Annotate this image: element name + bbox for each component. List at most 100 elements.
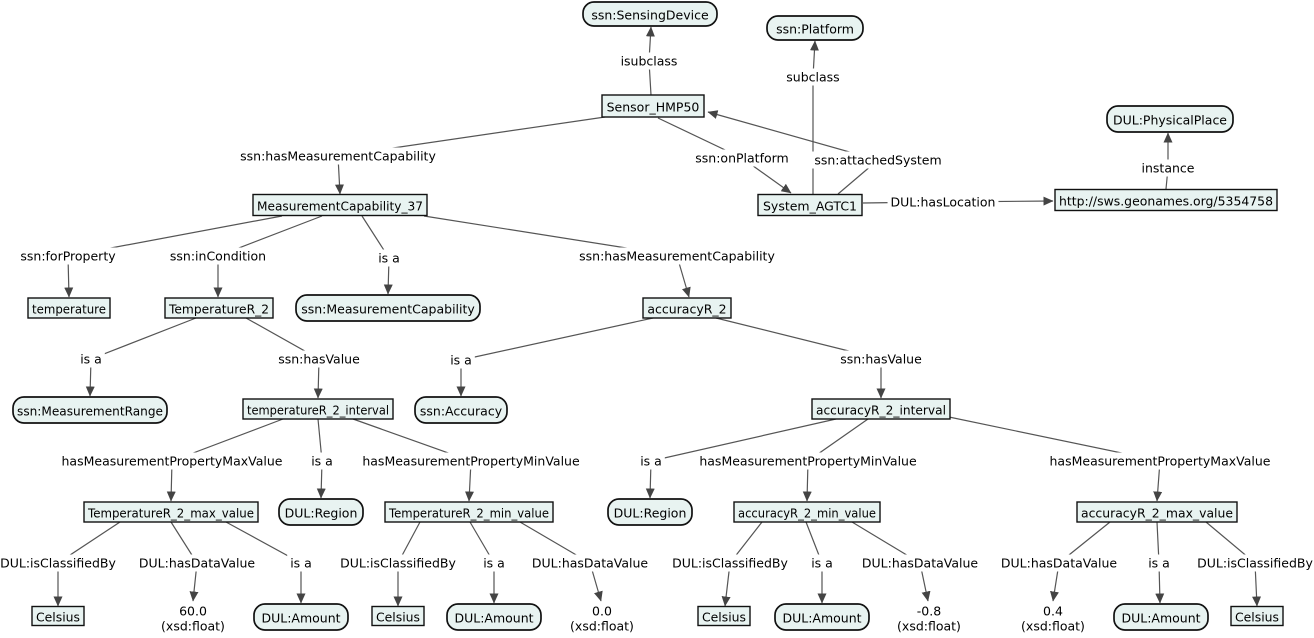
node-label: temperature bbox=[32, 302, 106, 317]
node-label: Celsius bbox=[376, 610, 420, 625]
node-temperature-r2-min-value: TemperatureR_2_min_value bbox=[384, 501, 554, 523]
edge-label-28: is a bbox=[811, 556, 833, 571]
node-label: accuracyR_2_min_value bbox=[738, 506, 876, 521]
node-dul-region-2: DUL:Region bbox=[607, 498, 693, 526]
edge-label-backing bbox=[696, 452, 920, 470]
edge-label-15: hasMeasurementPropertyMaxValue bbox=[62, 454, 283, 469]
instance-box bbox=[83, 501, 259, 523]
nodes-layer: ssn:SensingDevicessn:PlatformSensor_HMP5… bbox=[12, 1, 1284, 634]
node-label: System_AGTC1 bbox=[763, 199, 857, 214]
edge-label-backing bbox=[637, 452, 665, 470]
edge-label-10: ssn:hasMeasurementCapability bbox=[579, 249, 775, 264]
node-measurement-capability-37: MeasurementCapability_37 bbox=[252, 193, 428, 217]
node-ssn-measurement-range: ssn:MeasurementRange bbox=[12, 396, 168, 424]
node-geonames-url: http://sws.geonames.org/5354758 bbox=[1054, 188, 1278, 212]
node-sensor-hmp50: Sensor_HMP50 bbox=[601, 94, 705, 118]
class-box bbox=[12, 396, 168, 424]
literal-value: 60.0 bbox=[179, 604, 207, 619]
class-box bbox=[278, 498, 364, 526]
node-label: DUL:PhysicalPlace bbox=[1113, 113, 1227, 128]
edge-label-31: is a bbox=[1148, 556, 1170, 571]
edge-label-backing bbox=[237, 147, 440, 165]
edge-label-backing bbox=[0, 554, 120, 572]
instance-box bbox=[642, 297, 732, 319]
class-box bbox=[766, 15, 864, 41]
node-accuracy-r2-max-value: accuracyR_2_max_value bbox=[1076, 501, 1238, 523]
node-dul-amount-4: DUL:Amount bbox=[1113, 603, 1209, 631]
edge-label-5: instance bbox=[1142, 161, 1195, 176]
instance-box bbox=[371, 605, 425, 627]
node-label: DUL:Amount bbox=[782, 611, 861, 626]
edge-label-24: DUL:isClassifiedBy bbox=[340, 556, 456, 571]
node-celsius-3: Celsius bbox=[697, 605, 751, 627]
edge-label-20: hasMeasurementPropertyMaxValue bbox=[1050, 454, 1271, 469]
node-literal-0-4: 0.4(xsd:float) bbox=[1021, 604, 1085, 634]
edge-label-17: hasMeasurementPropertyMinValue bbox=[362, 454, 580, 469]
class-box bbox=[253, 603, 349, 631]
node-label: Sensor_HMP50 bbox=[607, 100, 700, 115]
instance-box bbox=[733, 501, 881, 523]
node-ssn-platform: ssn:Platform bbox=[766, 15, 864, 41]
edge-label-backing bbox=[887, 193, 999, 211]
node-ssn-accuracy: ssn:Accuracy bbox=[414, 396, 508, 424]
node-label: temperatureR_2_interval bbox=[247, 403, 389, 418]
class-box bbox=[446, 603, 542, 631]
node-label: ssn:MeasurementRange bbox=[17, 404, 163, 419]
node-label: TemperatureR_2 bbox=[168, 302, 269, 317]
node-label: DUL:Amount bbox=[1121, 611, 1200, 626]
edge-label-19: hasMeasurementPropertyMinValue bbox=[699, 454, 917, 469]
edge-label-backing bbox=[447, 351, 475, 369]
node-temperature-r2-interval: temperatureR_2_interval bbox=[242, 398, 394, 420]
node-literal-60-0: 60.0(xsd:float) bbox=[161, 604, 225, 634]
node-literal-0-0: 0.0(xsd:float) bbox=[570, 604, 634, 634]
instance-box bbox=[757, 193, 863, 217]
edge-label-3: ssn:onPlatform bbox=[695, 151, 788, 166]
node-dul-region-1: DUL:Region bbox=[278, 498, 364, 526]
edge-label-backing bbox=[811, 151, 945, 169]
class-box bbox=[414, 396, 508, 424]
edge-label-4: ssn:attachedSystem bbox=[814, 153, 941, 168]
edge-label-backing bbox=[997, 554, 1121, 572]
node-celsius-4: Celsius bbox=[1230, 605, 1284, 627]
node-ssn-measurement-capability: ssn:MeasurementCapability bbox=[295, 294, 481, 322]
instance-box bbox=[27, 297, 111, 319]
class-box bbox=[1106, 105, 1234, 133]
edge-label-25: is a bbox=[483, 556, 505, 571]
edge-accuracy-r2-to-ssn-accuracy bbox=[456, 317, 654, 397]
edge-label-backing bbox=[135, 554, 259, 572]
node-label: accuracyR_2_interval bbox=[816, 403, 946, 418]
node-label: Celsius bbox=[1235, 610, 1279, 625]
edge-label-backing bbox=[692, 149, 792, 167]
instance-box bbox=[1054, 188, 1278, 212]
edge-label-backing bbox=[308, 452, 336, 470]
node-dul-amount-1: DUL:Amount bbox=[253, 603, 349, 631]
node-label: TemperatureR_2_min_value bbox=[388, 506, 549, 521]
node-label: DUL:Amount bbox=[261, 611, 340, 626]
edge-label-backing bbox=[166, 247, 270, 265]
edge-label-backing bbox=[287, 554, 315, 572]
node-temperature: temperature bbox=[27, 297, 111, 319]
node-accuracy-r2: accuracyR_2 bbox=[642, 297, 732, 319]
edge-label-11: is a bbox=[80, 352, 102, 367]
literal-datatype: (xsd:float) bbox=[161, 619, 225, 634]
edge-label-12: ssn:hasValue bbox=[278, 352, 360, 367]
edge-label-30: DUL:hasDataValue bbox=[1001, 556, 1118, 571]
node-label: ssn:Accuracy bbox=[420, 404, 503, 419]
instance-box bbox=[252, 193, 428, 217]
edge-label-backing bbox=[837, 350, 926, 368]
edge-label-23: is a bbox=[290, 556, 312, 571]
edge-label-backing bbox=[669, 554, 792, 572]
node-accuracy-r2-min-value: accuracyR_2_min_value bbox=[733, 501, 881, 523]
node-label: DUL:Region bbox=[285, 506, 358, 521]
node-label: http://sws.geonames.org/5354758 bbox=[1059, 194, 1273, 209]
node-label: ssn:MeasurementCapability bbox=[301, 302, 475, 317]
edge-label-2: ssn:hasMeasurementCapability bbox=[240, 149, 436, 164]
edge-label-backing bbox=[528, 554, 652, 572]
node-label: Celsius bbox=[702, 610, 746, 625]
instance-box bbox=[242, 398, 394, 420]
node-system-agtc1: System_AGTC1 bbox=[757, 193, 863, 217]
node-label: ssn:Platform bbox=[776, 22, 854, 37]
edge-label-7: ssn:forProperty bbox=[20, 249, 116, 264]
